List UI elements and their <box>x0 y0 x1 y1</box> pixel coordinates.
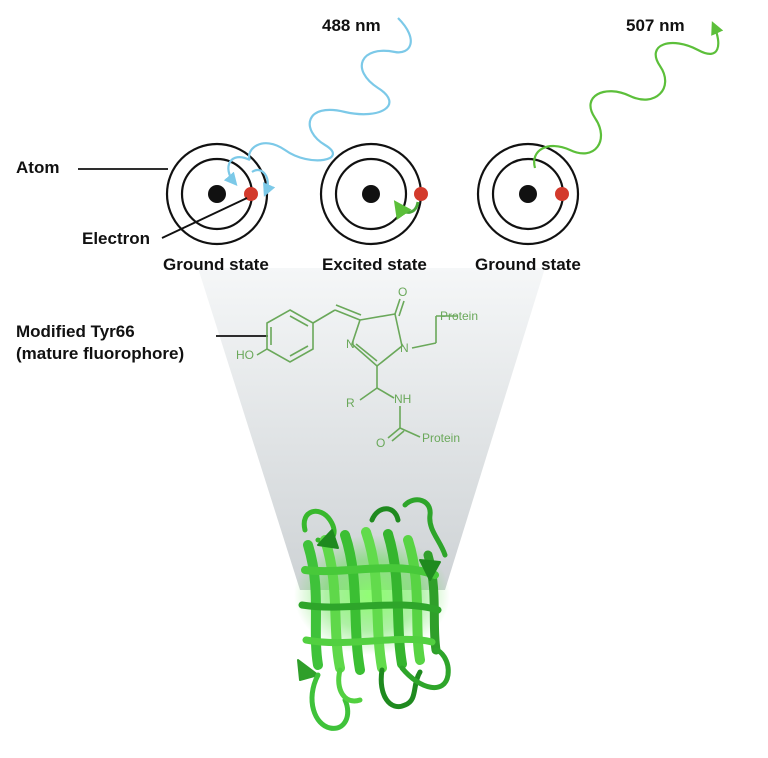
amide-nh-label: NH <box>394 392 412 406</box>
imine-nitrogen-label: N <box>346 337 355 351</box>
protein-label-bottom: Protein <box>422 431 461 445</box>
blue-photon-wave <box>248 17 412 162</box>
fluorophore-label-line1: Modified Tyr66 <box>16 322 135 341</box>
amide-oxygen-label: O <box>376 436 386 450</box>
excitation-wavelength-label: 488 nm <box>322 16 381 35</box>
nucleus <box>208 185 226 203</box>
atom-label: Atom <box>16 158 60 177</box>
emission-wavelength-label: 507 nm <box>626 16 685 35</box>
nucleus <box>362 185 380 203</box>
r-group-label: R <box>346 396 355 410</box>
atom-ground-state-2 <box>476 142 580 246</box>
ring-nitrogen-label: N <box>400 341 409 355</box>
outer-orbit <box>476 142 580 246</box>
electron <box>555 187 569 201</box>
light-beam-cone <box>198 268 545 590</box>
electron-label: Electron <box>82 229 151 248</box>
gfp-protein-barrel <box>294 497 451 731</box>
green-relaxation-arrow <box>393 200 420 221</box>
electron <box>244 187 258 201</box>
imidazolinone-ring <box>351 313 403 368</box>
nucleus <box>519 185 537 203</box>
electron-pointer-line <box>161 197 248 239</box>
green-photon-wave <box>533 21 724 169</box>
excited-state-label: Excited state <box>322 255 427 274</box>
chromophore-structure <box>256 298 458 442</box>
hydroxyl-label: HO <box>236 348 254 362</box>
carbonyl-oxygen-label: O <box>398 285 408 299</box>
blue-excitation-arrow-2 <box>251 169 276 197</box>
electron <box>414 187 428 201</box>
atom-excited-state <box>319 142 428 246</box>
protein-label-top: Protein <box>440 309 479 323</box>
blue-excitation-arrow <box>223 156 251 187</box>
fluorophore-label-line2: (mature fluorophore) <box>16 344 185 363</box>
inner-orbit <box>334 157 408 231</box>
ground-state-label-2: Ground state <box>475 255 581 274</box>
ground-state-label-1: Ground state <box>163 255 269 274</box>
